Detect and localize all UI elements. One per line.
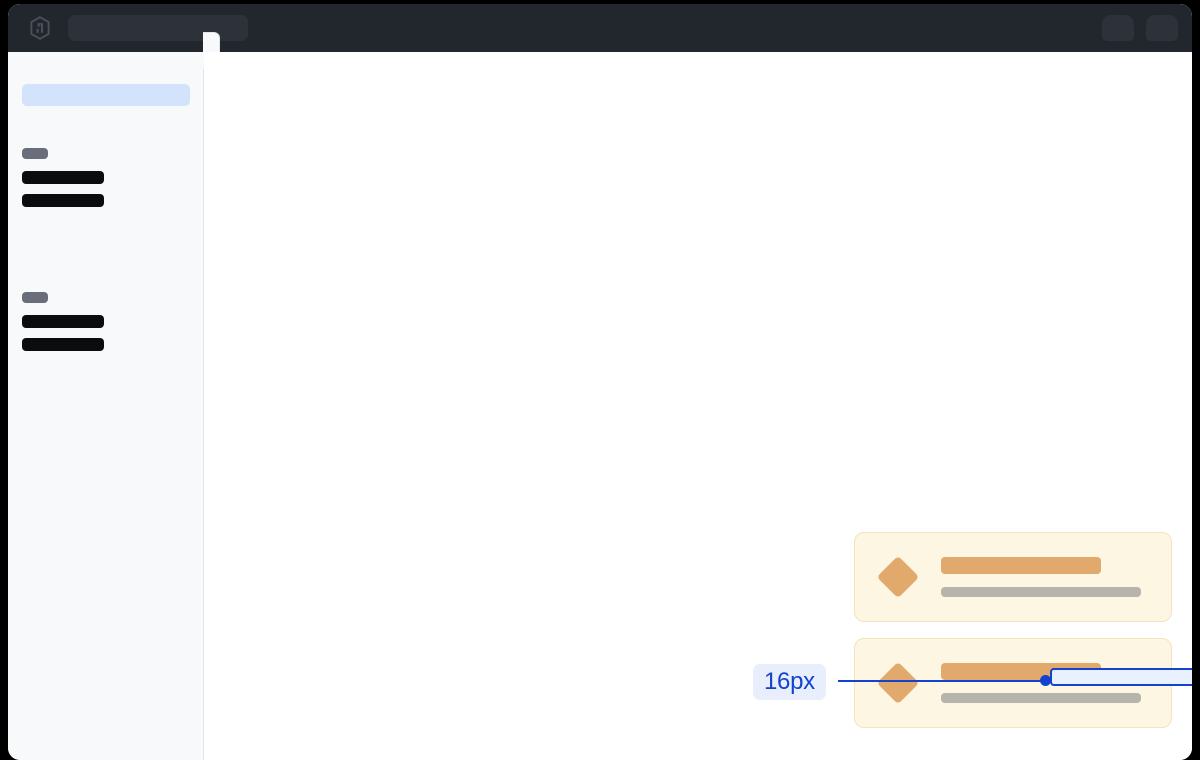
card-list [854,532,1174,728]
topbar-placeholder-1[interactable] [1102,15,1134,41]
sidebar-group-2-label [22,292,48,303]
card-item[interactable] [854,532,1172,622]
card-gap-spacer [854,622,1174,638]
measurement-leader-line [838,680,1048,682]
sidebar-item-1-2[interactable] [22,194,104,207]
top-bar [8,4,1192,52]
diamond-icon [876,661,920,705]
measurement-endpoint-dot [1040,675,1051,686]
hashicorp-logo-icon[interactable] [28,16,52,40]
sidebar-item-1-1[interactable] [22,171,104,184]
main-canvas: 16px [204,52,1192,760]
topbar-actions [1102,15,1178,41]
measurement-label: 16px [753,664,826,700]
sidebar-group-1-label [22,148,48,159]
topbar-placeholder-2[interactable] [1146,15,1178,41]
card-text-block [941,557,1141,597]
sidebar-item-2-2[interactable] [22,338,104,351]
spacing-highlight-region [1050,668,1192,686]
card-subtitle [941,587,1141,597]
search-input[interactable] [68,15,248,41]
card-subtitle [941,693,1141,703]
app-window: 16px [8,4,1192,760]
card-title [941,557,1101,574]
diamond-icon [876,555,920,599]
sidebar [8,52,204,760]
sidebar-group-1 [22,148,192,217]
sidebar-item-selected[interactable] [22,84,190,106]
sidebar-group-2 [22,292,192,361]
sidebar-item-2-1[interactable] [22,315,104,328]
